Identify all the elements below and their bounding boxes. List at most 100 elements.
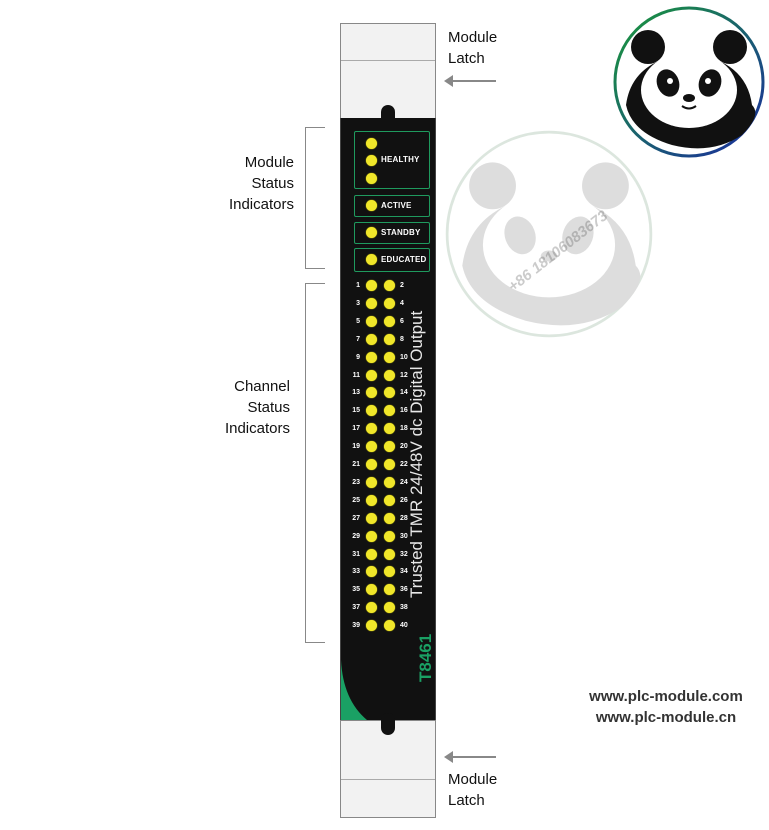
channel-number-8: 8 (400, 335, 404, 343)
channel-number-27: 27 (352, 514, 360, 522)
standby-indicator-box (354, 222, 430, 244)
channel-led-25 (366, 494, 377, 506)
channel-led-20 (384, 441, 395, 453)
healthy-label: HEALTHY (381, 155, 420, 164)
channel-led-23 (366, 476, 377, 488)
channel-number-6: 6 (400, 317, 404, 325)
channel-led-21 (366, 459, 377, 470)
channel-number-38: 38 (400, 604, 408, 612)
channel-led-36 (384, 584, 395, 596)
channel-led-4 (384, 297, 395, 309)
channel-led-40 (384, 620, 395, 632)
channel-led-28 (384, 512, 395, 524)
channel-led-16 (384, 405, 395, 417)
arrow-left-icon (444, 751, 496, 763)
channel-number-18: 18 (400, 425, 408, 433)
channel-number-11: 11 (352, 371, 360, 379)
channel-led-17 (366, 423, 377, 435)
channel-led-29 (366, 530, 377, 542)
module-status-label: Module Status Indicators (228, 154, 294, 213)
channel-led-12 (384, 369, 395, 381)
channel-number-28: 28 (400, 514, 408, 522)
bottom-latch-label: Module Latch (448, 771, 498, 809)
channel-number-22: 22 (400, 461, 408, 468)
standby-label: STANDBY (381, 228, 421, 237)
channel-number-19: 19 (352, 443, 360, 451)
channel-led-35 (366, 584, 377, 596)
channel-led-22 (384, 459, 395, 470)
channel-number-33: 33 (352, 568, 360, 576)
channel-led-9 (366, 351, 377, 363)
website-cn: www.plc-module.cn (595, 709, 737, 726)
channel-led-5 (366, 315, 377, 327)
healthy-indicator-box (354, 131, 430, 189)
channel-number-39: 39 (352, 622, 360, 630)
channel-led-13 (366, 387, 377, 399)
channel-number-40: 40 (400, 622, 408, 630)
channel-led-24 (384, 476, 395, 488)
channel-led-32 (384, 548, 395, 560)
active-label: ACTIVE (381, 201, 412, 210)
channel-led-34 (384, 566, 395, 578)
top-module-latch (340, 23, 436, 120)
top-latch-callout: Module Latch (448, 27, 518, 69)
channel-led-11 (366, 369, 377, 381)
channel-led-37 (366, 602, 377, 614)
channel-number-16: 16 (400, 407, 408, 415)
channel-number-21: 21 (352, 461, 360, 468)
channel-number-10: 10 (400, 353, 408, 361)
channel-number-29: 29 (352, 532, 360, 540)
bottom-latch-callout: Module Latch (448, 769, 518, 811)
channel-status-callout: Channel Status Indicators (214, 376, 290, 439)
channel-led-10 (384, 351, 395, 363)
channel-led-39 (366, 620, 377, 632)
green-corner-accent (341, 660, 367, 720)
channel-number-30: 30 (400, 532, 408, 540)
channel-number-25: 25 (352, 496, 360, 504)
channel-led-26 (384, 494, 395, 506)
channel-led-18 (384, 423, 395, 435)
channel-number-17: 17 (352, 425, 360, 433)
channel-status-label: Channel Status Indicators (224, 378, 290, 437)
channel-led-6 (384, 315, 395, 327)
channel-number-14: 14 (400, 389, 408, 397)
channel-number-37: 37 (352, 604, 360, 612)
top-latch-label: Module Latch (448, 29, 498, 67)
channel-led-3 (366, 297, 377, 309)
educated-led (366, 254, 377, 265)
channel-led-8 (384, 333, 395, 345)
channel-number-34: 34 (400, 568, 408, 576)
channel-led-30 (384, 530, 395, 542)
channel-number-23: 23 (352, 478, 360, 486)
healthy-led-1 (366, 138, 377, 149)
channel-number-3: 3 (356, 299, 360, 307)
channel-number-1: 1 (356, 282, 360, 289)
channel-status-bracket (305, 283, 325, 643)
channel-led-31 (366, 548, 377, 560)
module-status-callout: Module Status Indicators (214, 152, 294, 215)
channel-number-9: 9 (356, 353, 360, 361)
arrow-left-icon (444, 75, 496, 87)
active-indicator-box (354, 195, 430, 217)
channel-number-15: 15 (352, 407, 360, 415)
channel-number-35: 35 (352, 586, 360, 594)
healthy-led-2 (366, 155, 377, 166)
educated-indicator-box (354, 248, 430, 272)
channel-number-4: 4 (400, 299, 404, 307)
channel-led-27 (366, 512, 377, 524)
channel-led-14 (384, 387, 395, 399)
channel-number-5: 5 (356, 317, 360, 325)
channel-number-31: 31 (352, 550, 360, 558)
channel-number-2: 2 (400, 282, 404, 289)
channel-number-12: 12 (400, 371, 408, 379)
panda-watermark-icon (445, 130, 653, 338)
module-status-bracket (305, 127, 325, 269)
module-description: Trusted TMR 24/48V dc Digital Output (407, 310, 426, 598)
channel-number-24: 24 (400, 478, 408, 486)
channel-number-32: 32 (400, 550, 408, 558)
channel-number-36: 36 (400, 586, 408, 594)
educated-label: EDUCATED (381, 255, 427, 264)
channel-led-1 (366, 280, 377, 291)
channel-led-2 (384, 280, 395, 291)
